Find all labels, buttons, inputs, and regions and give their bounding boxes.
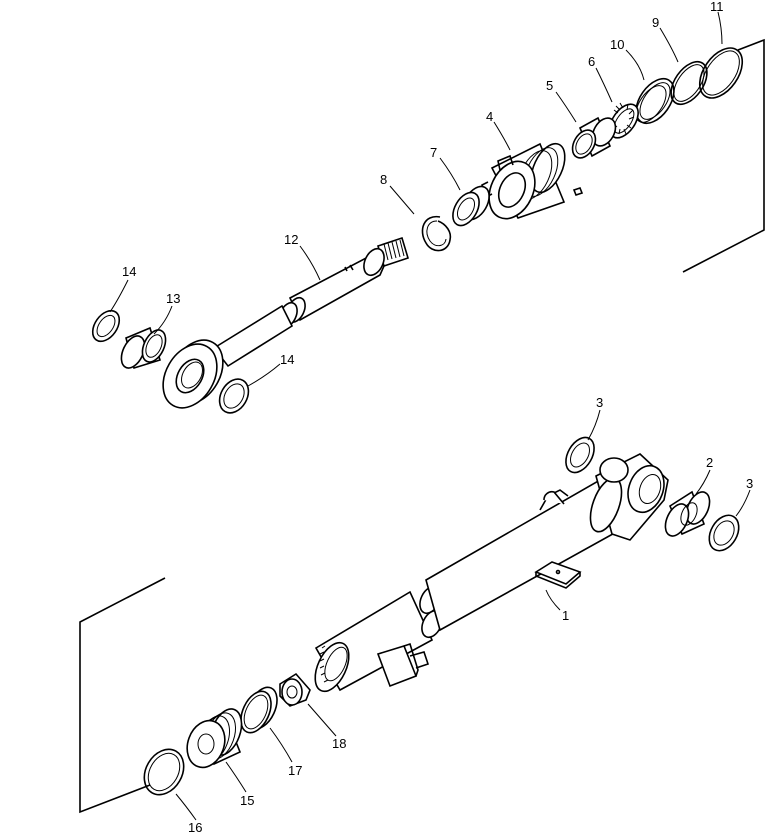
label-part-18: 18 (332, 736, 346, 751)
label-part-5: 5 (546, 78, 553, 93)
part-14-dust-seal-lower (218, 378, 250, 414)
label-part-14-lower: 14 (280, 352, 294, 367)
label-part-17: 17 (288, 763, 302, 778)
part-9-backup-ring (670, 60, 708, 106)
label-part-13: 13 (166, 291, 180, 306)
bracket-upper-right (682, 38, 765, 273)
label-part-11: 11 (710, 0, 724, 14)
part-11-o-ring (698, 47, 744, 99)
label-part-15: 15 (240, 793, 254, 808)
label-part-7: 7 (430, 145, 437, 160)
part-10-ring (635, 77, 675, 125)
part-1-cylinder-tube (314, 453, 669, 693)
part-3-dust-seal-upper (565, 436, 595, 474)
label-part-16: 16 (188, 820, 202, 835)
label-part-8: 8 (380, 172, 387, 187)
label-part-9: 9 (652, 15, 659, 30)
part-2-bushing (664, 490, 711, 537)
part-labels: 11 9 10 6 5 4 7 8 12 14 13 14 3 2 3 1 18… (122, 0, 753, 835)
part-16-wear-ring (143, 748, 185, 796)
part-3-dust-seal-lower (708, 514, 740, 552)
label-part-1: 1 (562, 608, 569, 623)
label-part-4: 4 (486, 109, 493, 124)
part-7-bushing-ring (452, 185, 490, 227)
label-part-14-upper: 14 (122, 264, 136, 279)
part-4-cylinder-head (481, 142, 584, 220)
label-part-2: 2 (706, 455, 713, 470)
label-part-10: 10 (610, 37, 624, 52)
part-6-seal (609, 102, 639, 139)
leader-lines (109, 11, 751, 821)
part-13-bushing (120, 326, 167, 370)
part-12-piston-rod (162, 236, 409, 409)
part-5-bushing (571, 116, 617, 159)
part-15-piston (186, 708, 243, 769)
part-8-snap-ring (421, 215, 452, 252)
label-part-3-upper: 3 (596, 395, 603, 410)
part-14-dust-seal-upper (91, 309, 121, 343)
label-part-3-lower: 3 (746, 476, 753, 491)
part-17-ring (240, 686, 278, 734)
bracket-lower-left (79, 577, 166, 814)
label-part-6: 6 (588, 54, 595, 69)
part-18-nut (279, 672, 311, 707)
label-part-12: 12 (284, 232, 298, 247)
